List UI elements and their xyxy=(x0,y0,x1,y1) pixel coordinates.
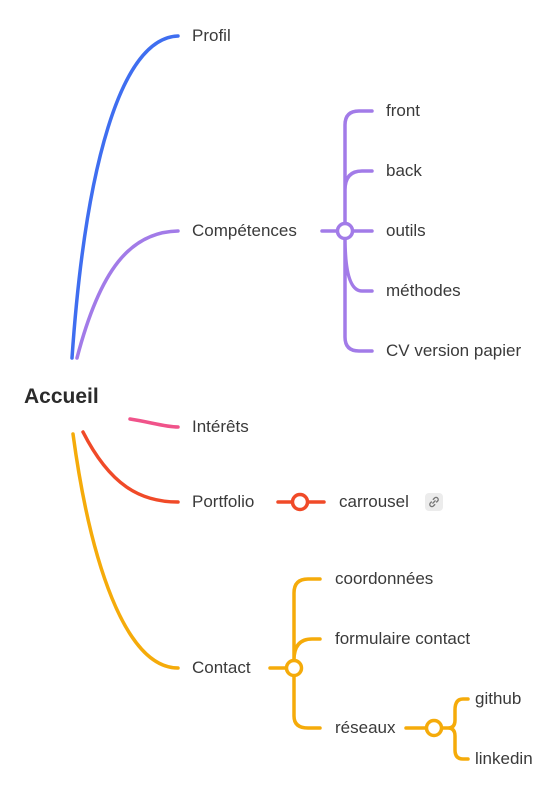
subbranch-line-competences xyxy=(320,109,374,353)
branch-line-competences xyxy=(75,229,180,360)
node-contact[interactable]: Contact xyxy=(192,658,251,677)
node-profil[interactable]: Profil xyxy=(192,26,231,45)
junction-node-contact[interactable] xyxy=(284,658,304,678)
node-carrousel[interactable]: carrousel xyxy=(339,492,409,511)
junction-node-competences[interactable] xyxy=(335,221,355,241)
node-formulaire-contact[interactable]: formulaire contact xyxy=(335,629,471,648)
node-outils[interactable]: outils xyxy=(386,221,426,240)
node-reseaux[interactable]: réseaux xyxy=(335,718,396,737)
node-front[interactable]: front xyxy=(386,101,421,120)
node-coordonnees[interactable]: coordonnées xyxy=(335,569,434,588)
link-icon-glyph xyxy=(429,496,439,508)
link-icon[interactable] xyxy=(425,493,443,511)
node-interets[interactable]: Intérêts xyxy=(192,417,249,436)
junction-node-portfolio[interactable] xyxy=(290,492,310,512)
subbranch-line-contact xyxy=(292,577,470,761)
node-cv-version-papier[interactable]: CV version papier xyxy=(386,341,522,360)
node-linkedin[interactable]: linkedin xyxy=(475,749,533,768)
node-methodes[interactable]: méthodes xyxy=(386,281,461,300)
junction-node-reseaux[interactable] xyxy=(424,718,444,738)
branch-line-contact xyxy=(71,432,288,670)
node-competences[interactable]: Compétences xyxy=(192,221,297,240)
branch-line-profil xyxy=(70,34,180,360)
node-github[interactable]: github xyxy=(475,689,522,708)
branch-line-interets xyxy=(128,417,180,429)
root-node-label[interactable]: Accueil xyxy=(24,385,99,408)
node-portfolio[interactable]: Portfolio xyxy=(192,492,255,511)
branch-line-portfolio xyxy=(81,430,326,504)
node-back[interactable]: back xyxy=(386,161,422,180)
